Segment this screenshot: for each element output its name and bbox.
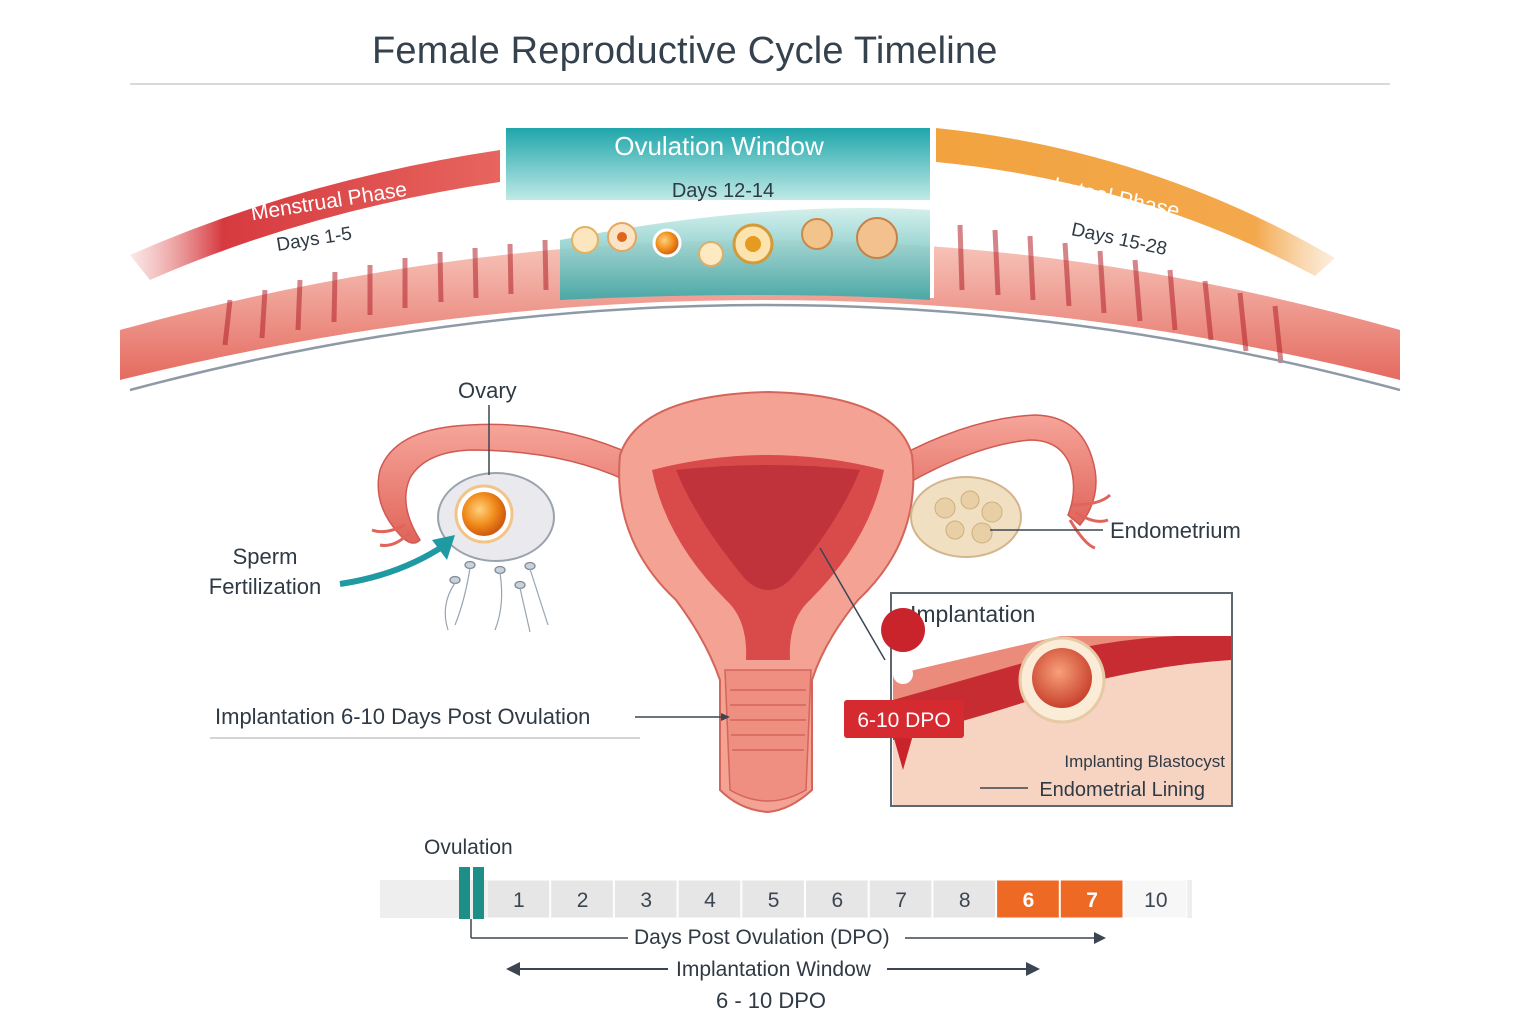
timeline-day-cell xyxy=(1059,879,1124,919)
timeline-day-label: 5 xyxy=(768,889,780,912)
timeline-day-cells: 1 2 3 4 5 6 7 8 6 7 10 xyxy=(486,879,1188,919)
egg-cell xyxy=(462,492,506,536)
timeline-day-cell xyxy=(1123,879,1188,919)
page-title: Female Reproductive Cycle Timeline xyxy=(372,30,998,72)
implantation-window-label: Implantation Window xyxy=(676,958,871,981)
timeline-day-label: 4 xyxy=(704,889,716,912)
menstrual-ribbon xyxy=(130,150,500,280)
timeline-day-label: 7 xyxy=(1086,889,1098,912)
timeline-day-cell xyxy=(868,879,933,919)
blastocyst-label: Implanting Blastocyst xyxy=(1064,752,1225,771)
sperm-cells xyxy=(449,560,536,590)
implantation-window-range: 6 - 10 DPO xyxy=(716,988,827,1013)
follicle-sequence xyxy=(571,217,898,267)
ovulation-ribbon xyxy=(506,128,930,200)
fimbriae xyxy=(371,493,1112,550)
ovulation-phase-label: Ovulation Window xyxy=(614,131,824,161)
timeline-day-label: 3 xyxy=(640,889,652,912)
timeline-day-label: 2 xyxy=(577,889,589,912)
fertilization-arrow xyxy=(339,542,447,587)
timeline-day-cell xyxy=(741,879,805,919)
right-fallopian-tube xyxy=(895,414,1097,527)
inset-leader xyxy=(819,547,886,661)
endometrium-label: Endometrium xyxy=(1110,518,1241,543)
timeline-day-label: 7 xyxy=(895,889,907,912)
dpo-badge-label: 6-10 DPO xyxy=(857,709,950,732)
sperm-label-line1: Sperm xyxy=(232,544,298,569)
timeline-day-cell xyxy=(550,879,614,919)
arc-baseline xyxy=(129,303,1401,392)
ovulation-label: Ovulation xyxy=(424,836,513,859)
inset-title: Implantation xyxy=(910,601,1035,627)
right-ovary xyxy=(910,476,1022,558)
ovulation-days-label: Days 12-14 xyxy=(672,180,774,202)
dpo-axis-label: Days Post Ovulation (DPO) xyxy=(634,926,890,949)
timeline-day-label: 1 xyxy=(513,889,525,912)
dpo-timeline: 1 2 3 4 5 6 7 8 6 7 10 xyxy=(380,867,1192,976)
location-pin xyxy=(881,608,926,652)
timeline-day-cell xyxy=(677,879,742,919)
timeline-day-cell xyxy=(486,879,551,919)
dpo-badge xyxy=(844,700,964,738)
ovulation-marker xyxy=(459,867,470,919)
sperm-label-line2: Fertilization xyxy=(208,574,322,599)
timeline-day-cell xyxy=(613,879,678,919)
timeline-day-cell xyxy=(805,879,869,919)
timeline-day-cell xyxy=(996,879,1060,919)
luteal-ribbon xyxy=(936,128,1335,276)
tissue-glands xyxy=(222,224,1284,364)
timeline-day-label: 6 xyxy=(832,889,844,912)
left-fallopian-tube xyxy=(377,423,642,544)
cycle-arc: Menstrual Phase Days 1-5 Ovulation Windo… xyxy=(120,128,1401,392)
uterus-illustration xyxy=(371,390,1112,814)
arrow-head xyxy=(432,535,455,560)
lining-label: Endometrial Lining xyxy=(1039,779,1205,801)
implantation-inset: Implantation Implanting Blastocyst Endom… xyxy=(844,592,1233,807)
implantation-note: Implantation 6-10 Days Post Ovulation xyxy=(215,704,591,729)
timeline-day-cell xyxy=(932,879,997,919)
timeline-day-label: 10 xyxy=(1144,889,1167,912)
timeline-day-label: 6 xyxy=(1023,889,1035,912)
sperm-fertilization-label: Sperm Fertilization xyxy=(200,542,330,602)
ovary-label: Ovary xyxy=(458,378,517,403)
timeline-day-label: 8 xyxy=(959,889,971,912)
